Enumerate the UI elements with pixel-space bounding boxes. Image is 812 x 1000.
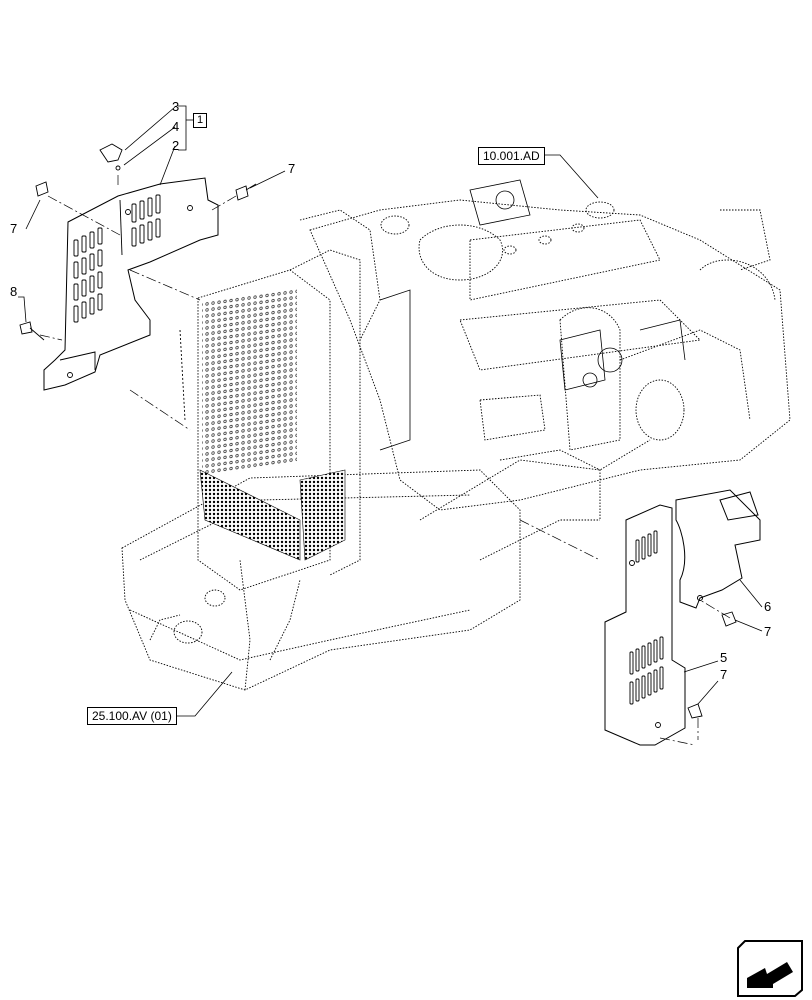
radiator <box>179 249 361 591</box>
bolts <box>19 181 737 719</box>
callout-4: 4 <box>172 119 180 134</box>
callout-7-top-left: 7 <box>10 221 18 236</box>
navigation-arrow-icon[interactable] <box>735 938 805 998</box>
front-frame <box>121 439 651 691</box>
callout-7-top-right: 7 <box>288 161 296 176</box>
callout-7-bottom: 7 <box>720 667 728 682</box>
callout-7-mid-right: 7 <box>764 624 772 639</box>
right-side-shield <box>604 504 686 746</box>
clip-part <box>99 143 123 171</box>
callout-2: 2 <box>172 138 180 153</box>
callout-3: 3 <box>172 99 180 114</box>
engine-reference-label[interactable]: 10.001.AD <box>478 147 545 165</box>
frame-reference-label[interactable]: 25.100.AV (01) <box>87 707 177 725</box>
group-box-label: 1 <box>193 113 208 128</box>
left-side-shield <box>43 177 219 391</box>
callout-6: 6 <box>764 599 772 614</box>
alignment-lines <box>39 175 731 746</box>
engine-detail-solid <box>379 179 686 451</box>
engine-block <box>299 199 791 520</box>
callout-8: 8 <box>10 284 18 299</box>
heat-shield <box>675 489 761 609</box>
callout-5: 5 <box>720 650 728 665</box>
